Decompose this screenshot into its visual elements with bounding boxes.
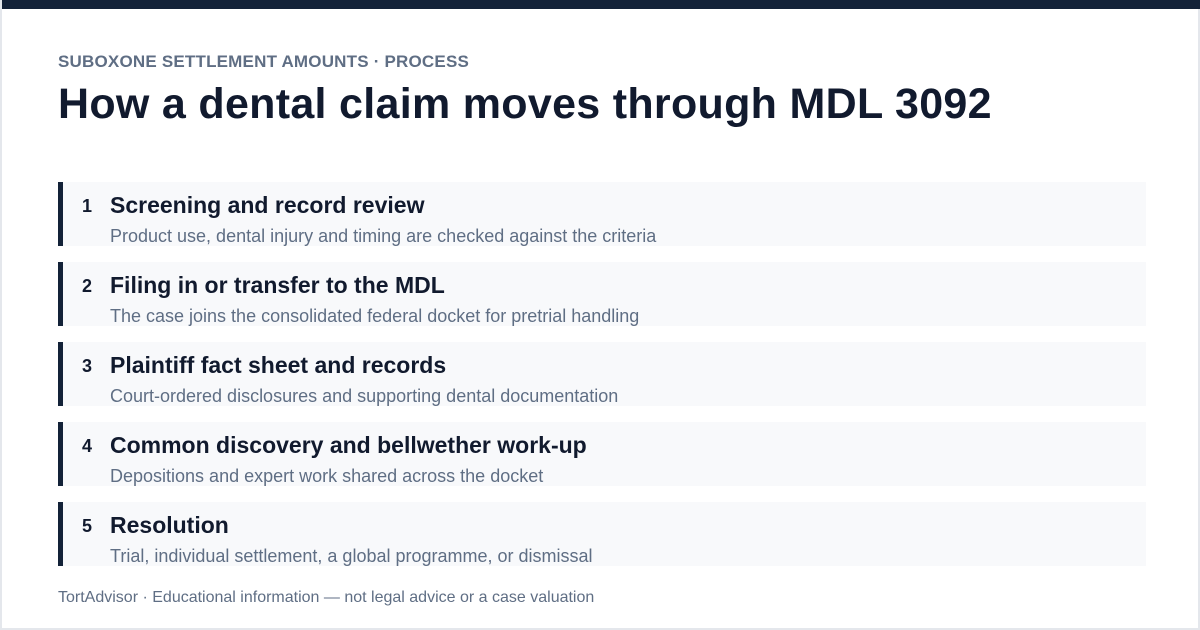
step-number: 1 bbox=[82, 196, 93, 216]
step-number: 2 bbox=[82, 276, 93, 296]
eyebrow-label: SUBOXONE SETTLEMENT AMOUNTS · PROCESS bbox=[58, 52, 470, 71]
step-title: Resolution bbox=[110, 512, 229, 538]
step-number: 5 bbox=[82, 516, 93, 536]
step-description: The case joins the consolidated federal … bbox=[110, 306, 640, 326]
process-steps: 1 Screening and record review Product us… bbox=[58, 182, 1146, 582]
step-title: Common discovery and bellwether work-up bbox=[110, 432, 587, 458]
process-step-5: 5 Resolution Trial, individual settlemen… bbox=[58, 502, 1146, 566]
step-description: Depositions and expert work shared acros… bbox=[110, 466, 544, 486]
page-title: How a dental claim moves through MDL 309… bbox=[58, 80, 992, 128]
step-title: Screening and record review bbox=[110, 192, 425, 218]
process-step-3: 3 Plaintiff fact sheet and records Court… bbox=[58, 342, 1146, 406]
process-step-4: 4 Common discovery and bellwether work-u… bbox=[58, 422, 1146, 486]
top-accent-bar bbox=[2, 0, 1200, 9]
process-step-1: 1 Screening and record review Product us… bbox=[58, 182, 1146, 246]
step-description: Trial, individual settlement, a global p… bbox=[110, 546, 593, 566]
step-title: Plaintiff fact sheet and records bbox=[110, 352, 447, 378]
step-title: Filing in or transfer to the MDL bbox=[110, 272, 445, 298]
step-number: 3 bbox=[82, 356, 93, 376]
step-number: 4 bbox=[82, 436, 93, 456]
process-step-2: 2 Filing in or transfer to the MDL The c… bbox=[58, 262, 1146, 326]
step-description: Court-ordered disclosures and supporting… bbox=[110, 386, 619, 406]
footer-disclaimer: TortAdvisor · Educational information — … bbox=[58, 589, 595, 606]
step-description: Product use, dental injury and timing ar… bbox=[110, 226, 657, 246]
